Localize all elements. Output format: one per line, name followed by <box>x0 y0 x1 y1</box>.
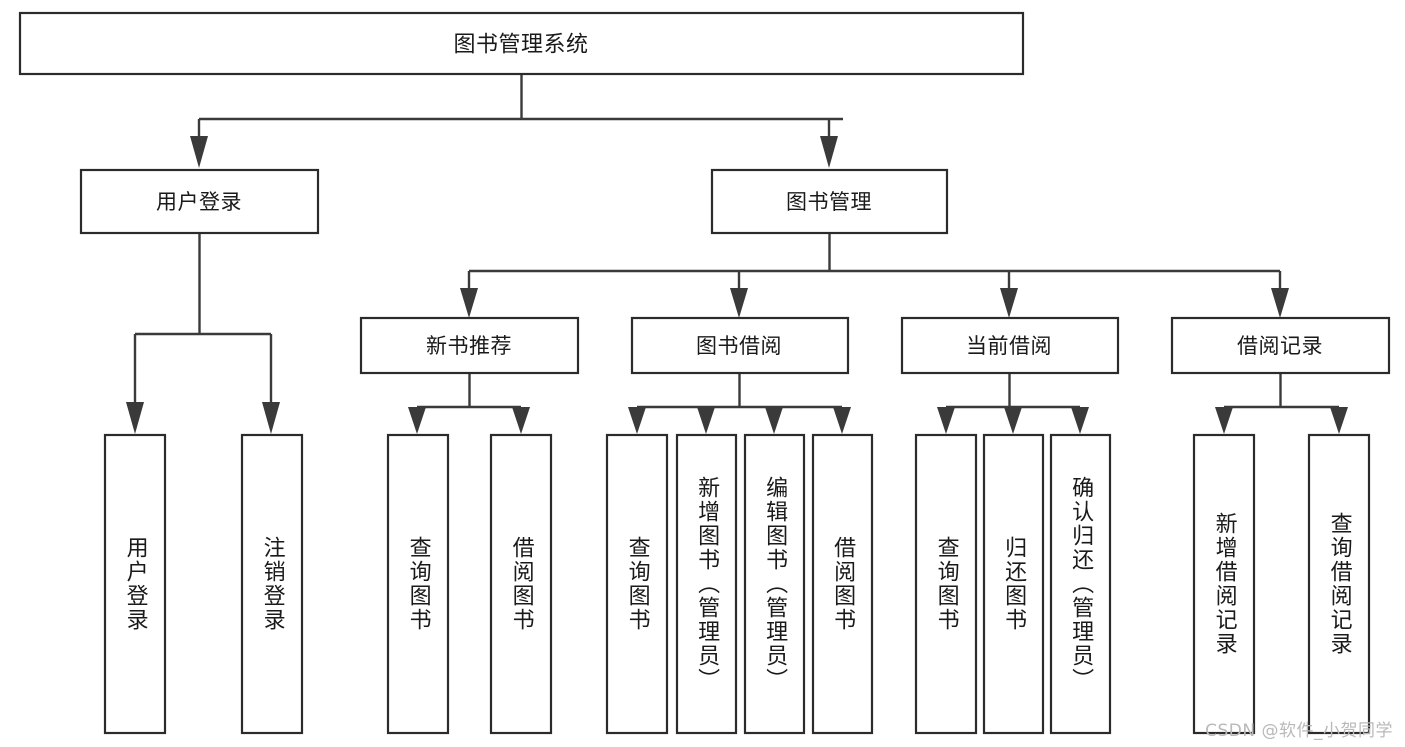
node-borrow-record[interactable]: 借阅记录 <box>1170 316 1391 375</box>
leaf-box-current-query[interactable] <box>914 433 978 735</box>
leaf-box-borrow-query[interactable] <box>605 433 669 735</box>
csdn-watermark: CSDN @软件_小贺同学 <box>1205 721 1393 741</box>
arrow-bookborrow-leaf-1 <box>628 407 646 434</box>
node-borrow-record-label: 借阅记录 <box>1237 334 1323 358</box>
node-user-login-label: 用户登录 <box>156 190 242 214</box>
leaf-box-record-query[interactable] <box>1307 433 1371 735</box>
arrow-borrowrecord-leaf-2 <box>1330 407 1348 434</box>
arrow-user-login <box>190 136 208 168</box>
node-current-borrow-label: 当前借阅 <box>966 334 1052 358</box>
arrow-bookborrow-leaf-3 <box>765 407 783 434</box>
arrow-currentborrow-leaf-2 <box>1004 407 1022 434</box>
leaf-box-user-login[interactable] <box>103 433 167 735</box>
leaf-box-borrow-add[interactable] <box>675 433 738 735</box>
arrow-borrowrecord <box>1271 288 1289 318</box>
arrow-book-mgmt <box>820 136 838 168</box>
node-new-book-recommend-box[interactable] <box>359 316 580 375</box>
node-root-label: 图书管理系统 <box>453 33 588 58</box>
leaf-box-newbook-query[interactable] <box>386 433 450 735</box>
node-root-box[interactable] <box>18 11 1025 76</box>
arrow-bookborrow-leaf-2 <box>697 407 715 434</box>
arrow-borrowrecord-leaf-1 <box>1215 407 1233 434</box>
arrow-newbook-leaf-2 <box>512 407 530 434</box>
arrow-newbook-leaf-1 <box>408 407 426 434</box>
leaf-box-borrow-edit[interactable] <box>743 433 806 735</box>
node-book-borrow-box[interactable] <box>630 316 850 375</box>
arrow-currentborrow-leaf-3 <box>1071 407 1089 434</box>
node-user-login-box[interactable] <box>79 168 320 235</box>
arrow-newbook <box>460 288 478 318</box>
node-root[interactable]: 图书管理系统 <box>18 11 1025 76</box>
arrow-bookborrow <box>730 288 748 318</box>
node-new-book-recommend-label: 新书推荐 <box>426 334 512 358</box>
leaf-box-current-confirm[interactable] <box>1049 433 1112 735</box>
node-book-management-box[interactable] <box>710 168 949 235</box>
leaf-box-newbook-borrow[interactable] <box>489 433 553 735</box>
node-book-management-label: 图书管理 <box>786 190 872 214</box>
node-new-book-recommend[interactable]: 新书推荐 <box>359 316 580 375</box>
arrow-currentborrow-leaf-1 <box>937 407 955 434</box>
node-book-borrow[interactable]: 图书借阅 <box>630 316 850 375</box>
node-borrow-record-box[interactable] <box>1170 316 1391 375</box>
arrow-leaf-user-login <box>126 402 144 434</box>
arrow-leaf-logout <box>262 402 280 434</box>
leaf-boxes <box>103 433 1371 735</box>
node-book-management[interactable]: 图书管理 <box>710 168 949 235</box>
node-user-login[interactable]: 用户登录 <box>79 168 320 235</box>
arrow-bookborrow-leaf-4 <box>833 407 851 434</box>
leaf-box-logout[interactable] <box>240 433 304 735</box>
node-current-borrow[interactable]: 当前借阅 <box>900 316 1120 375</box>
leaf-box-record-add[interactable] <box>1192 433 1256 735</box>
node-book-borrow-label: 图书借阅 <box>696 334 782 358</box>
connectors <box>126 74 1348 434</box>
node-current-borrow-box[interactable] <box>900 316 1120 375</box>
leaf-box-current-return[interactable] <box>982 433 1045 735</box>
arrow-currentborrow <box>1000 288 1018 318</box>
leaf-box-borrow-lend[interactable] <box>811 433 874 735</box>
